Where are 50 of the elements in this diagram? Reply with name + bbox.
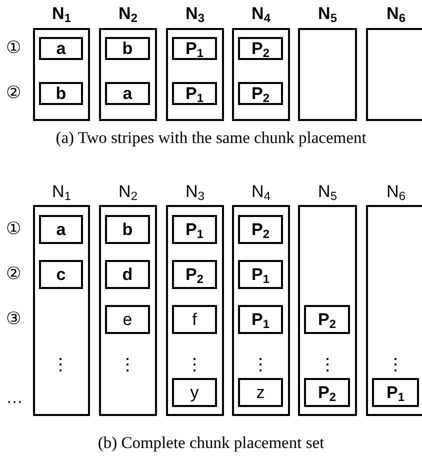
data-chunk: b	[105, 36, 150, 60]
node-heading: N$_{4}$	[250, 182, 272, 202]
node-heading: N$_{1}$	[51, 182, 72, 202]
node-heading: N$_{3}$	[184, 182, 206, 202]
data-chunk: P$_{1}$	[172, 82, 217, 104]
ellipsis: ⋮	[387, 355, 404, 375]
data-chunk: P$_{2}$	[238, 214, 283, 244]
row-number: ③	[6, 309, 22, 329]
data-chunk: P$_{1}$	[238, 304, 283, 334]
data-chunk: f	[172, 304, 217, 334]
node-heading: N$_{6}$	[386, 182, 406, 202]
data-chunk: P$_{2}$	[238, 82, 283, 104]
data-chunk: P$_{2}$	[172, 260, 217, 288]
data-chunk: P$_{2}$	[304, 304, 350, 334]
node-heading: N$_{2}$	[118, 4, 138, 24]
node-heading: N$_{5}$	[317, 182, 338, 202]
node-heading: N$_{3}$	[184, 4, 206, 24]
ellipsis: ⋮	[186, 355, 203, 375]
node-heading: N$_{6}$	[386, 4, 406, 24]
data-chunk: b	[39, 82, 83, 104]
row-number: ①	[6, 38, 22, 58]
node-heading: N$_{1}$	[51, 4, 72, 24]
row-number: ②	[6, 264, 22, 284]
data-chunk: P$_{1}$	[372, 378, 419, 406]
ellipsis: ⋮	[252, 355, 269, 375]
data-chunk: z	[238, 378, 283, 406]
row-number: ②	[6, 83, 22, 103]
data-chunk: P$_{1}$	[172, 214, 217, 244]
data-chunk: P$_{1}$	[238, 260, 283, 288]
data-chunk: y	[172, 378, 217, 406]
data-chunk: c	[39, 260, 83, 288]
figure-caption: (a) Two stripes with the same chunk placement	[54, 128, 368, 148]
data-chunk: P$_{2}$	[238, 36, 283, 60]
node-heading: N$_{5}$	[317, 4, 338, 24]
ellipsis: ⋮	[319, 355, 336, 375]
data-chunk: a	[105, 82, 150, 104]
data-chunk: b	[105, 214, 150, 244]
node-heading: N$_{4}$	[250, 4, 272, 24]
data-chunk: a	[39, 214, 83, 244]
ellipsis: …	[6, 388, 23, 408]
row-number: ①	[6, 219, 22, 239]
data-chunk: e	[105, 304, 150, 334]
ellipsis: ⋮	[119, 355, 136, 375]
data-chunk: P$_{2}$	[304, 378, 350, 406]
node-heading: N$_{2}$	[118, 182, 138, 202]
data-chunk: P$_{1}$	[172, 36, 217, 60]
data-chunk: d	[105, 260, 150, 288]
data-chunk: a	[39, 36, 83, 60]
ellipsis: ⋮	[52, 355, 69, 375]
figure-caption: (b) Complete chunk placement set	[96, 433, 326, 453]
